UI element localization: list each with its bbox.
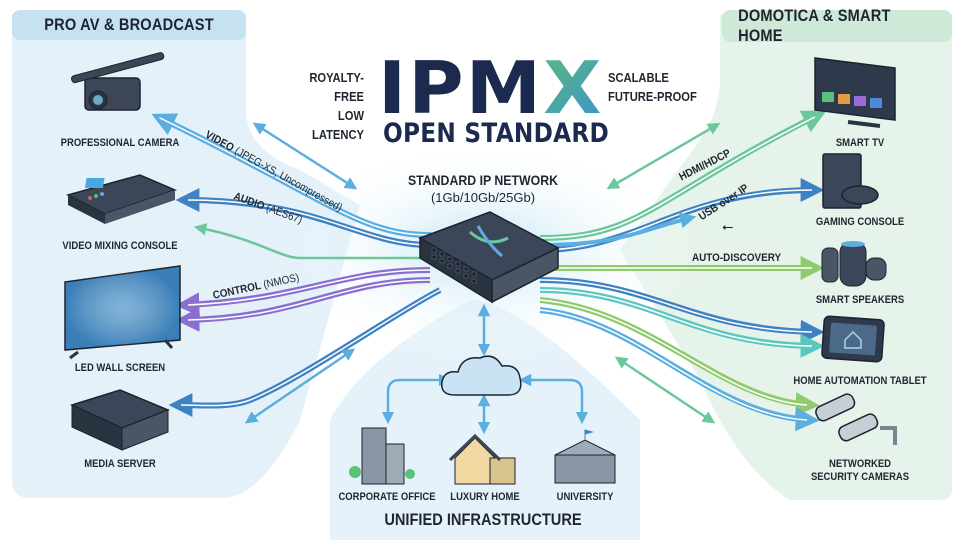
cloud-icon	[441, 355, 522, 396]
right-panel-title: DOMOTICA & SMART HOME	[738, 6, 891, 45]
logo-main: IPM	[378, 46, 544, 130]
label-professional-camera: PROFESSIONAL CAMERA	[60, 137, 180, 149]
label-video-mixing-console: VIDEO MIXING CONSOLE	[62, 240, 178, 252]
label-media-server: MEDIA SERVER	[84, 458, 156, 470]
link-usb	[539, 178, 825, 253]
link-control	[175, 267, 431, 332]
usb-icon: ⭠	[722, 218, 734, 234]
features-left: ROYALTY-FREE LOW LATENCY	[285, 68, 364, 144]
label-networked-cameras: NETWORKED SECURITY CAMERAS	[791, 458, 929, 484]
logo-accent: X	[543, 46, 604, 130]
link-switch-cloud	[381, 303, 589, 435]
unified-infrastructure-title: UNIFIED INFRASTRUCTURE	[384, 510, 582, 529]
feature-royalty-free: ROYALTY-FREE	[309, 70, 364, 104]
ipmx-logo: IPMX	[378, 52, 603, 124]
led-wall-icon	[64, 265, 181, 360]
media-server-icon	[69, 389, 171, 451]
label-corporate-office: CORPORATE OFFICE	[338, 491, 436, 503]
link-audio	[175, 188, 431, 248]
label-luxury-home: LUXURY HOME	[450, 491, 520, 503]
label-led-wall-screen: LED WALL SCREEN	[74, 362, 166, 374]
feature-future-proof: FUTURE-PROOF	[608, 89, 697, 104]
gaming-console-icon	[822, 153, 879, 209]
logo-subtitle: OPEN STANDARD	[383, 118, 610, 149]
mixing-console-icon	[65, 174, 178, 224]
feature-low-latency: LOW LATENCY	[312, 108, 364, 142]
link-tablet	[539, 277, 825, 358]
tablet-icon	[821, 315, 885, 363]
network-speeds: (1Gb/10Gb/25Gb)	[430, 190, 536, 205]
link-data-left	[193, 223, 430, 260]
link-hdmi	[539, 110, 827, 241]
office-building-icon	[349, 427, 415, 485]
label-university: UNIVERSITY	[556, 491, 614, 503]
label-networked-cameras-line1: NETWORKED	[828, 458, 892, 470]
network-title: STANDARD IP NETWORK	[407, 172, 559, 188]
features-right: SCALABLE FUTURE-PROOF	[608, 68, 697, 106]
label-gaming-console: GAMING CONSOLE	[815, 216, 905, 228]
smart-tv-icon	[814, 57, 896, 128]
label-smart-tv: SMART TV	[835, 137, 885, 149]
link-feedback-arrows-left	[244, 122, 358, 424]
video-camera-icon	[71, 52, 165, 111]
label-smart-speakers: SMART SPEAKERS	[815, 294, 905, 306]
network-switch-icon	[418, 211, 560, 304]
feature-scalable: SCALABLE	[608, 70, 669, 85]
security-camera-icon	[815, 393, 897, 445]
university-icon	[554, 429, 616, 484]
smart-speaker-icon	[821, 241, 887, 287]
link-video	[151, 113, 433, 238]
label-networked-cameras-line2: SECURITY CAMERAS	[810, 471, 910, 483]
house-icon	[448, 433, 516, 485]
link-feedback-arrows-right	[606, 122, 721, 424]
label-discovery: AUTO-DISCOVERY	[692, 252, 782, 264]
label-home-automation-tablet: HOME AUTOMATION TABLET	[793, 375, 927, 387]
left-panel-title: PRO AV & BROADCAST	[44, 15, 214, 34]
